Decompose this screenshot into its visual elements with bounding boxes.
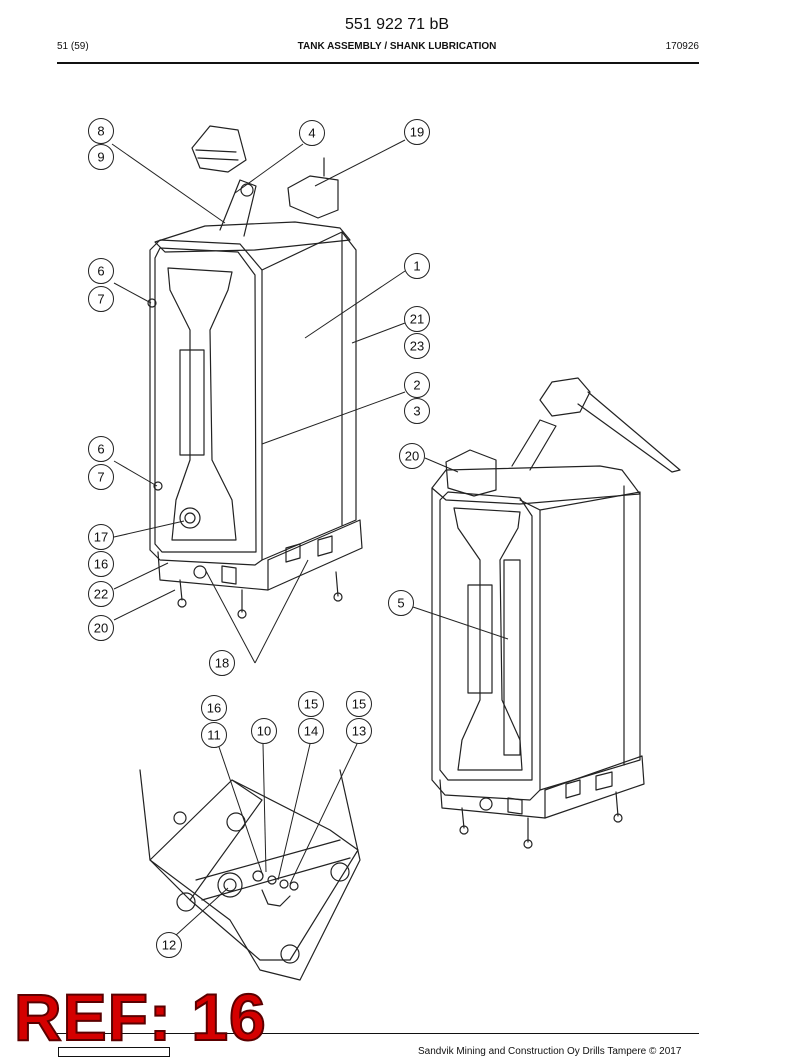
page-info: 51 (59) xyxy=(57,41,89,52)
date-code: 170926 xyxy=(665,41,699,52)
callout-16-detail: 16 xyxy=(207,701,221,716)
callout-17: 17 xyxy=(94,530,108,545)
page-title: TANK ASSEMBLY / SHANK LUBRICATION xyxy=(297,41,497,52)
callout-4: 4 xyxy=(308,126,315,141)
callout-22: 22 xyxy=(94,587,108,602)
ref-stamp: REF: 16 xyxy=(13,980,267,1054)
callout-13: 13 xyxy=(352,724,366,739)
callout-12: 12 xyxy=(162,938,176,953)
leader-lines xyxy=(111,139,509,937)
callout-21: 21 xyxy=(410,312,424,327)
callout-2: 2 xyxy=(413,378,420,393)
rear-tank-view xyxy=(431,377,681,849)
callout-20-left: 20 xyxy=(94,621,108,636)
callout-15-b: 15 xyxy=(352,697,366,712)
callout-8: 8 xyxy=(97,124,104,139)
callout-6-upper: 6 xyxy=(97,264,104,279)
document-number: 551 922 71 bB xyxy=(344,16,450,33)
callout-20-right: 20 xyxy=(405,449,419,464)
callout-14: 14 xyxy=(304,724,318,739)
callout-23: 23 xyxy=(410,339,424,354)
callout-9: 9 xyxy=(97,150,104,165)
copyright-text: Sandvik Mining and Construction Oy Drill… xyxy=(418,1046,682,1057)
main-tank-view xyxy=(147,125,363,619)
callout-6-lower: 6 xyxy=(97,442,104,457)
callout-7-lower: 7 xyxy=(97,470,104,485)
callout-3: 3 xyxy=(413,404,420,419)
callout-5: 5 xyxy=(397,596,404,611)
callout-16-left: 16 xyxy=(94,557,108,572)
header-rule xyxy=(57,62,699,64)
callout-15-a: 15 xyxy=(304,697,318,712)
callout-bubbles xyxy=(88,118,430,958)
callout-18: 18 xyxy=(215,656,229,671)
callout-19: 19 xyxy=(410,125,424,140)
footer-rule xyxy=(57,1033,699,1034)
callout-1: 1 xyxy=(413,259,420,274)
callout-10: 10 xyxy=(257,724,271,739)
callout-7-upper: 7 xyxy=(97,292,104,307)
callout-11: 11 xyxy=(207,728,221,743)
